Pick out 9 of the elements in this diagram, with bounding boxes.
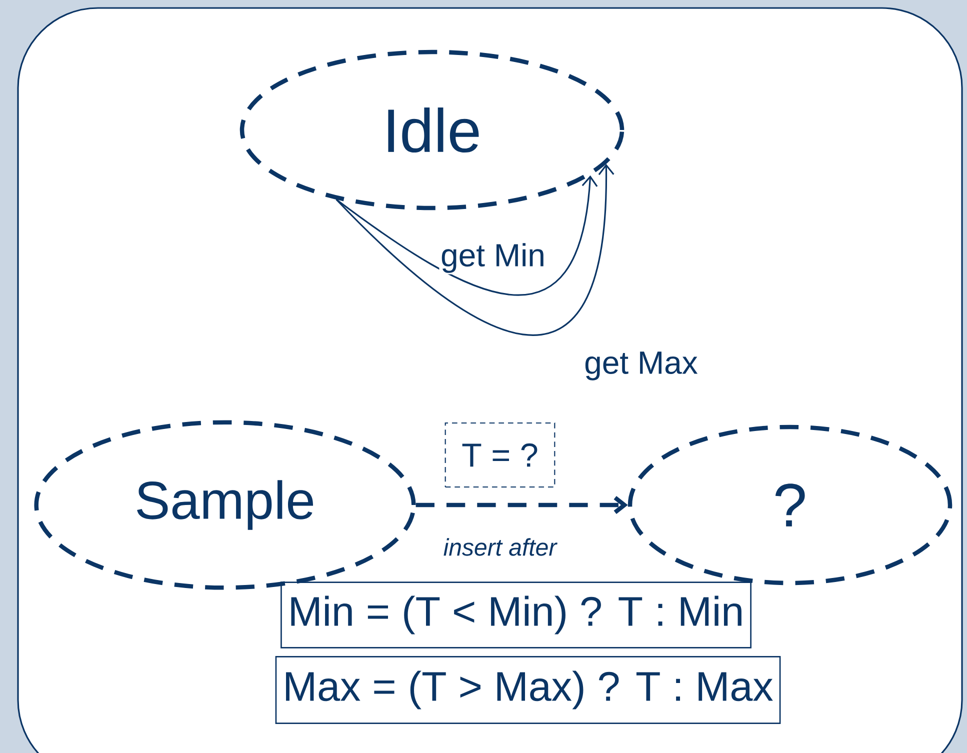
formula-box: Max = (T > Max) ? T : Max [275,656,781,724]
arrow [336,164,614,336]
value-box: T = ? [444,422,556,488]
edge-label: get Min [439,242,547,274]
arrow [416,496,628,514]
edge-label: insert after [442,536,558,558]
edge-label: get Max [582,350,700,382]
formula-box: Min = (T < Min) ? T : Min [280,582,752,648]
arrow [336,175,598,296]
